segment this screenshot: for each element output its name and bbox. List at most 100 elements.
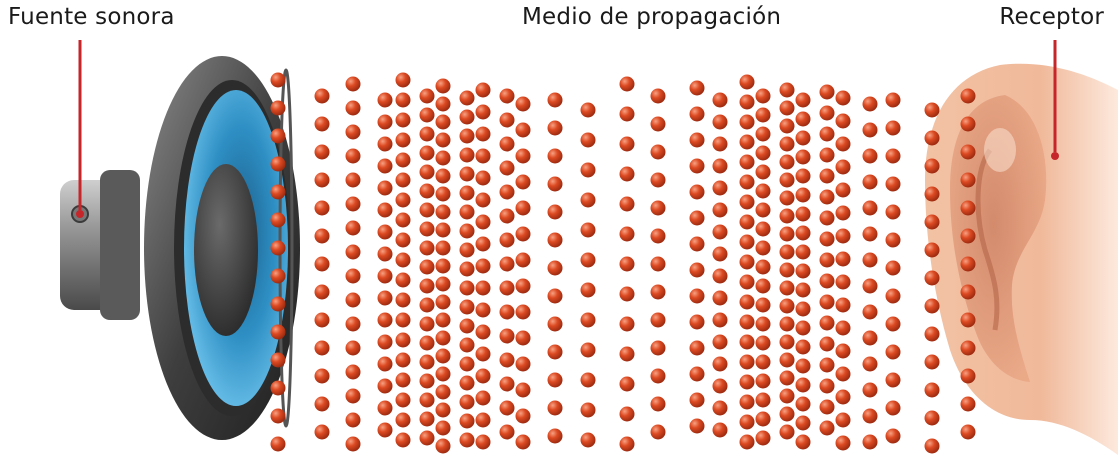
air-particle: [885, 316, 901, 332]
air-particle: [885, 232, 901, 248]
receiver-label: Receptor: [999, 4, 1104, 30]
air-particle: [779, 352, 795, 368]
air-particle: [924, 242, 940, 258]
air-particle: [270, 240, 286, 256]
air-particle: [739, 154, 755, 170]
air-particle: [435, 222, 451, 238]
air-particle: [547, 344, 563, 360]
air-particle: [345, 244, 361, 260]
air-particle: [712, 114, 728, 130]
air-particle: [712, 312, 728, 328]
air-particle: [345, 148, 361, 164]
air-particle: [345, 220, 361, 236]
air-particle: [475, 390, 491, 406]
air-particle: [377, 114, 393, 130]
air-particle: [755, 354, 771, 370]
air-particle: [835, 297, 851, 313]
air-particle: [435, 132, 451, 148]
air-particle: [459, 166, 475, 182]
air-particle: [419, 202, 435, 218]
air-particle: [377, 422, 393, 438]
air-particle: [395, 152, 411, 168]
air-particle: [314, 172, 330, 188]
air-particle: [345, 436, 361, 452]
air-particle: [835, 205, 851, 221]
air-particle: [779, 244, 795, 260]
air-particle: [779, 388, 795, 404]
air-particle: [580, 162, 596, 178]
air-particle: [712, 180, 728, 196]
air-particle: [547, 232, 563, 248]
air-particle: [270, 72, 286, 88]
air-particle: [819, 399, 835, 415]
air-particle: [395, 272, 411, 288]
air-particle: [924, 326, 940, 342]
air-particle: [755, 259, 771, 275]
air-particle: [314, 340, 330, 356]
air-particle: [819, 84, 835, 100]
air-particle: [779, 262, 795, 278]
air-particle: [475, 412, 491, 428]
air-particle: [924, 102, 940, 118]
air-particle: [755, 145, 771, 161]
air-particle: [739, 174, 755, 190]
air-particle: [419, 221, 435, 237]
air-particle: [435, 114, 451, 130]
air-particle: [314, 88, 330, 104]
air-particle: [779, 424, 795, 440]
air-particle: [395, 292, 411, 308]
air-particle: [515, 304, 531, 320]
air-particle: [924, 354, 940, 370]
air-particle: [475, 434, 491, 450]
air-particle: [885, 148, 901, 164]
air-particle: [739, 374, 755, 390]
air-particle: [475, 82, 491, 98]
air-particle: [547, 176, 563, 192]
air-particle: [580, 132, 596, 148]
air-particle: [739, 334, 755, 350]
air-particle: [395, 252, 411, 268]
air-particle: [377, 268, 393, 284]
air-particle: [835, 389, 851, 405]
air-particle: [270, 268, 286, 284]
air-particle: [475, 192, 491, 208]
air-particle: [547, 316, 563, 332]
air-particle: [475, 126, 491, 142]
air-particle: [314, 396, 330, 412]
air-particle: [459, 299, 475, 315]
air-particle: [395, 132, 411, 148]
air-particle: [515, 200, 531, 216]
air-particle: [475, 368, 491, 384]
air-particle: [499, 112, 515, 128]
air-particle: [580, 312, 596, 328]
air-particle: [499, 184, 515, 200]
air-particle: [960, 144, 976, 160]
air-particle: [499, 424, 515, 440]
air-particle: [650, 340, 666, 356]
air-particle: [779, 334, 795, 350]
air-particle: [819, 315, 835, 331]
air-particle: [345, 124, 361, 140]
air-particle: [619, 76, 635, 92]
air-particle: [419, 88, 435, 104]
air-particle: [435, 294, 451, 310]
air-particle: [314, 200, 330, 216]
air-particle: [819, 357, 835, 373]
air-particle: [862, 278, 878, 294]
air-particle: [795, 415, 811, 431]
air-particle: [314, 256, 330, 272]
air-particle: [689, 392, 705, 408]
air-particle: [960, 312, 976, 328]
air-particle: [795, 111, 811, 127]
air-particle: [862, 408, 878, 424]
air-particle: [499, 304, 515, 320]
air-particle: [270, 212, 286, 228]
air-particle: [885, 92, 901, 108]
air-particle: [795, 320, 811, 336]
air-particle: [377, 400, 393, 416]
air-particle: [960, 396, 976, 412]
air-particle: [885, 372, 901, 388]
air-particle: [580, 432, 596, 448]
air-particle: [395, 332, 411, 348]
air-particle: [689, 80, 705, 96]
